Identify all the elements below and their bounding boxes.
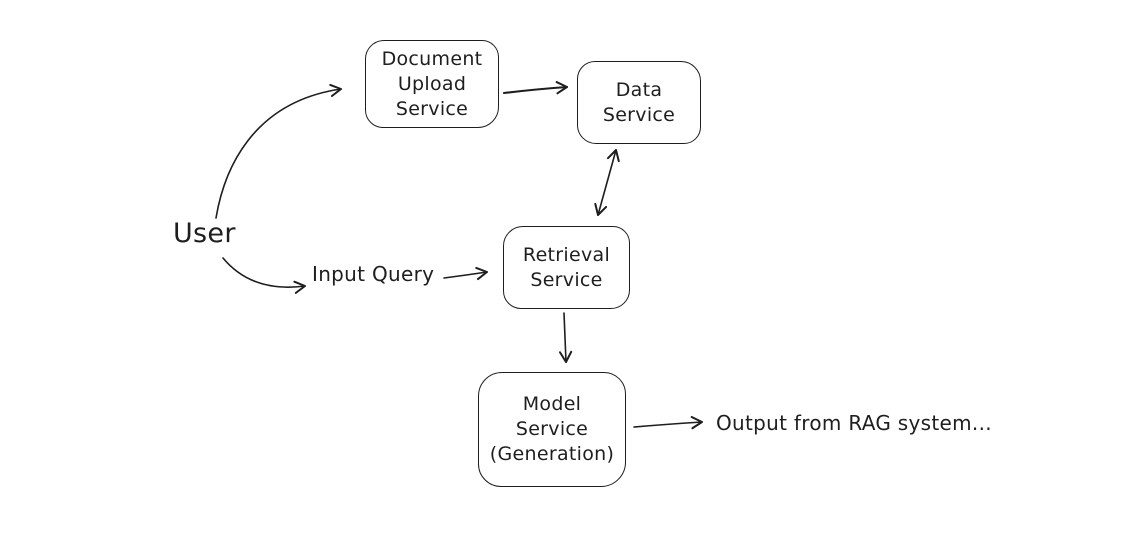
node-model-service: Model Service (Generation) <box>478 372 626 487</box>
arrow-document-upload-to-data <box>502 81 569 95</box>
arrow-retrieval-to-model <box>558 312 573 363</box>
label-output-from-rag-system: Output from RAG system... <box>716 411 992 435</box>
node-document-upload-service-label: Document Upload Service <box>381 47 483 120</box>
node-document-upload-service: Document Upload Service <box>365 40 499 128</box>
node-data-service-label: Data Service <box>602 78 676 126</box>
arrow-user-to-input-query <box>222 257 306 294</box>
node-retrieval-service-label: Retrieval Service <box>522 243 611 291</box>
arrow-model-to-output <box>633 416 703 430</box>
arrow-data-retrieval-bidirectional <box>594 149 620 216</box>
label-user: User <box>173 218 236 249</box>
arrow-input-query-to-retrieval <box>443 266 488 281</box>
arrow-user-to-document-upload <box>215 83 342 219</box>
label-input-query: Input Query <box>312 262 435 286</box>
node-retrieval-service: Retrieval Service <box>503 226 630 309</box>
node-model-service-label: Model Service (Generation) <box>489 393 615 465</box>
node-data-service: Data Service <box>577 61 701 144</box>
